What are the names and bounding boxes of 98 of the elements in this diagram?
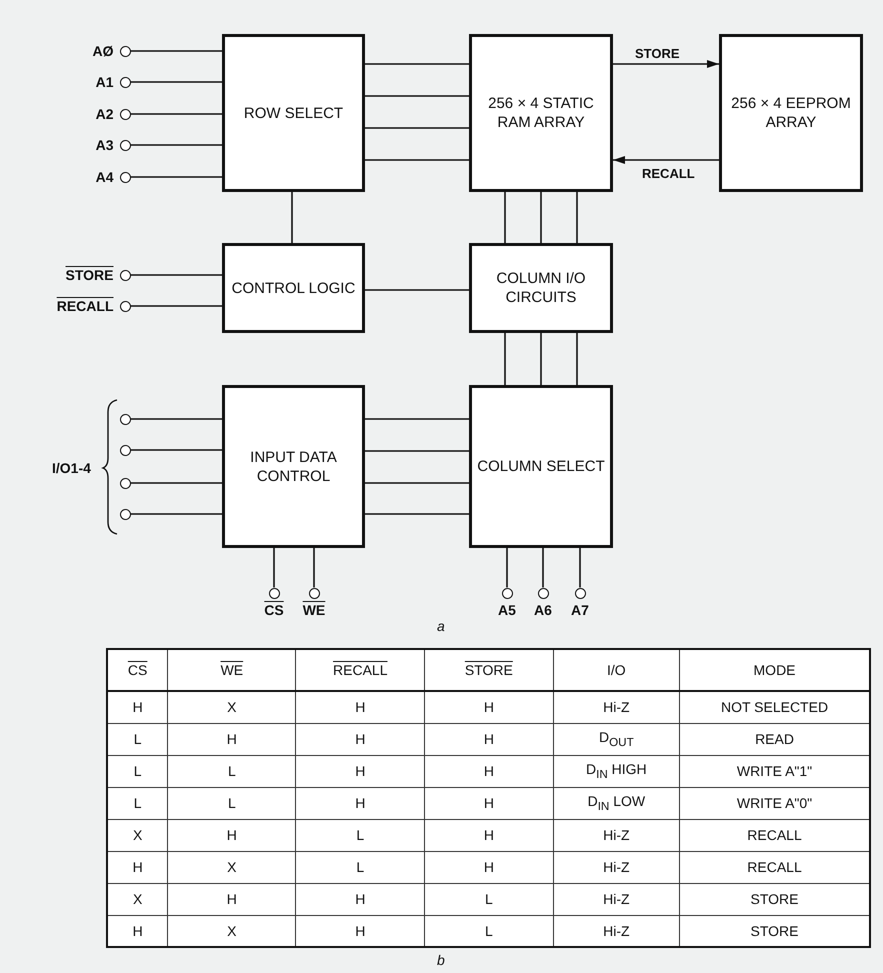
pin-label: A5	[498, 602, 516, 618]
pin-label: AØ	[92, 42, 114, 58]
figure-part-label: b	[437, 952, 445, 968]
table-value: Hi-Z	[553, 883, 680, 915]
signal-line	[365, 418, 469, 420]
function-block: INPUT DATA CONTROL	[222, 385, 365, 548]
table-value: H	[424, 755, 554, 787]
table-value: L	[107, 787, 168, 819]
table-value: H	[424, 787, 554, 819]
signal-line	[504, 192, 506, 243]
table-value: H	[424, 851, 554, 883]
table-value: X	[107, 883, 168, 915]
signal-line	[130, 513, 222, 515]
pin-label: A4	[96, 168, 114, 184]
signal-line	[273, 548, 275, 588]
pin-label: A3	[96, 136, 114, 152]
table-value: H	[168, 883, 296, 915]
table-value: H	[296, 691, 425, 723]
table-value: L	[107, 723, 168, 755]
table-value: H	[107, 691, 168, 723]
table-value: H	[107, 851, 168, 883]
table-value: D$_{IN}$ HIGH	[553, 755, 680, 787]
table-value: D$_{OUT}$	[553, 723, 680, 755]
arrow	[613, 156, 719, 164]
signal-line	[130, 449, 222, 451]
figure-part-label: a	[437, 618, 445, 634]
table-value: Hi-Z	[553, 851, 680, 883]
table-value: L	[424, 883, 554, 915]
signal-line	[130, 113, 222, 115]
signal-line	[365, 63, 469, 65]
table-value: Hi-Z	[553, 691, 680, 723]
table-value: H	[296, 755, 425, 787]
signal-line	[579, 548, 581, 588]
table-value: H	[424, 691, 554, 723]
bus-label: I/O1-4	[52, 460, 91, 476]
column-header: STORE	[424, 649, 554, 691]
table-value: X	[168, 691, 296, 723]
signal-line	[130, 482, 222, 484]
signal-line	[365, 289, 469, 291]
table-value: H	[168, 723, 296, 755]
table-value: H	[296, 787, 425, 819]
column-header: WE	[168, 649, 296, 691]
pin-label: CS	[264, 602, 284, 618]
pin-label: A2	[96, 106, 114, 122]
signal-line	[313, 548, 315, 588]
signal-line	[291, 192, 293, 243]
function-block: COLUMN SELECT	[469, 385, 613, 548]
table-value: H	[168, 819, 296, 851]
signal-line	[365, 159, 469, 161]
signal-line	[130, 144, 222, 146]
table-value: H	[424, 723, 554, 755]
signal-line	[365, 95, 469, 97]
table-value: H	[296, 883, 425, 915]
table-value: Hi-Z	[553, 819, 680, 851]
signal-line	[130, 274, 222, 276]
edge-label: RECALL	[640, 166, 697, 181]
signal-line	[130, 176, 222, 178]
signal-line	[576, 192, 578, 243]
signal-line	[365, 513, 469, 515]
function-block: ROW SELECT	[222, 34, 365, 192]
function-block: CONTROL LOGIC	[222, 243, 365, 333]
signal-line	[130, 81, 222, 83]
signal-line	[504, 333, 506, 385]
pin-label: WE	[302, 602, 326, 618]
table-value: L	[107, 755, 168, 787]
table-value: D$_{IN}$ LOW	[553, 787, 680, 819]
column-header: I/O	[553, 649, 680, 691]
pin-label: A6	[534, 602, 552, 618]
signal-line	[130, 50, 222, 52]
column-header: CS	[107, 649, 168, 691]
signal-line	[540, 333, 542, 385]
table-value: X	[168, 851, 296, 883]
table-value: L	[296, 819, 425, 851]
pin-label: A7	[571, 602, 589, 618]
signal-line	[365, 127, 469, 129]
table-value: H	[424, 819, 554, 851]
signal-line	[540, 192, 542, 243]
pin-label: STORE	[66, 266, 114, 282]
arrow	[613, 60, 719, 68]
function-block: 256 × 4 EEPROM ARRAY	[719, 34, 863, 192]
table-value: X	[107, 819, 168, 851]
table-value: H	[296, 723, 425, 755]
table-value: L	[296, 851, 425, 883]
signal-line	[130, 418, 222, 420]
column-header: RECALL	[296, 649, 425, 691]
signal-line	[542, 548, 544, 588]
edge-label: STORE	[633, 46, 682, 61]
function-block: 256 × 4 STATIC RAM ARRAY	[469, 34, 613, 192]
pin-label: A1	[96, 74, 114, 90]
pin-label: RECALL	[56, 298, 114, 314]
signal-line	[365, 450, 469, 452]
table-value: L	[168, 755, 296, 787]
signal-line	[506, 548, 508, 588]
signal-line	[130, 305, 222, 307]
signal-line	[365, 482, 469, 484]
signal-line	[576, 333, 578, 385]
function-block: COLUMN I/O CIRCUITS	[469, 243, 613, 333]
table-value: L	[168, 787, 296, 819]
